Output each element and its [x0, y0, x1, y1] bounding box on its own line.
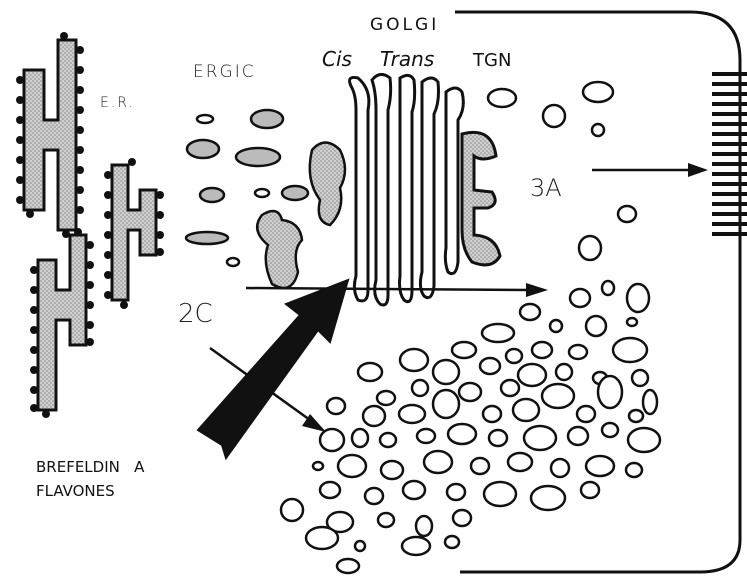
tgn-label: TGN	[472, 50, 511, 71]
er-label: E.R.	[100, 95, 135, 111]
pathway-2c-label: 2C	[178, 299, 213, 329]
cis-label: Cis	[322, 47, 352, 71]
pathway-3a-arrow	[592, 163, 708, 177]
ergic-compartment	[186, 110, 345, 288]
golgi-stack	[350, 74, 500, 304]
inhibitor-label-line2: FLAVONES	[36, 482, 115, 500]
pathway-3a-label: 3A	[530, 174, 562, 202]
trans-label: Trans	[380, 47, 434, 71]
endoplasmic-reticulum	[16, 32, 164, 418]
inhibitor-label-line1: BREFELDIN A	[36, 458, 145, 476]
ergic-label: ERGIC	[193, 62, 256, 82]
er-cisterna-2	[104, 158, 164, 309]
er-cisterna-3	[30, 228, 94, 418]
golgi-label: GOLGI	[370, 15, 439, 35]
er-cisterna-1	[16, 32, 84, 238]
secretory-granules	[281, 281, 660, 573]
membrane-receptors	[712, 74, 747, 234]
